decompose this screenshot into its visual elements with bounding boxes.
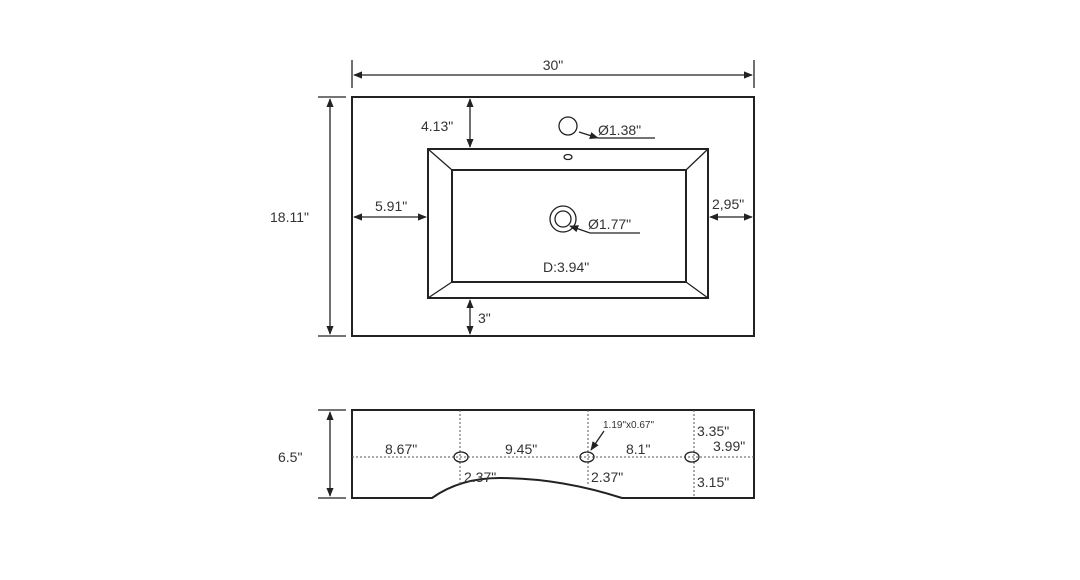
left-margin-label: 5.91" — [375, 198, 407, 214]
width-label: 30" — [543, 57, 564, 73]
basin-bevel-lines — [427, 148, 709, 299]
right-margin-label: 2,95" — [712, 196, 744, 212]
basin-depth-label: D:3.94" — [543, 259, 589, 275]
mounting-hole — [579, 451, 595, 463]
drain-outer — [549, 205, 577, 233]
mounting-hole — [453, 451, 469, 463]
mounting-hole — [684, 451, 700, 463]
hole-offset-1-label: 2.37" — [464, 469, 496, 485]
basin-inner — [451, 169, 687, 283]
overflow-hole — [563, 153, 573, 161]
leader-line — [569, 225, 591, 234]
front-view: 6.5" 8.67" 9.45" 8.1" 3.99" 1.19"x0.67" … — [278, 409, 755, 499]
drain-inner — [554, 210, 572, 228]
faucet-hole-label: Ø1.38" — [598, 122, 641, 138]
countertop-outline — [351, 96, 755, 337]
front-margin-label: 3" — [478, 310, 491, 326]
seg1-label: 8.67" — [385, 441, 417, 457]
seg3-label: 8.1" — [626, 441, 650, 457]
height-label: 6.5" — [278, 449, 302, 465]
faucet-hole — [558, 116, 578, 136]
top-view: 30" 18.11" 4.13" Ø1.38" 5.91" 2,95" Ø1.7… — [270, 57, 755, 337]
leader-line — [590, 430, 605, 451]
upper-height-label: 3.35" — [697, 423, 729, 439]
front-outline — [351, 409, 755, 499]
lower-height-label: 3.15" — [697, 474, 729, 490]
seg4-label: 3.99" — [713, 438, 745, 454]
seg2-label: 9.45" — [505, 441, 537, 457]
back-margin-label: 4.13" — [421, 118, 453, 134]
depth-label: 18.11" — [270, 209, 309, 225]
basin-outer — [427, 148, 709, 299]
hole-offset-2-label: 2.37" — [591, 469, 623, 485]
leader-line — [578, 131, 599, 140]
hole-size-label: 1.19"x0.67" — [603, 420, 654, 431]
drain-label: Ø1.77" — [588, 216, 631, 232]
